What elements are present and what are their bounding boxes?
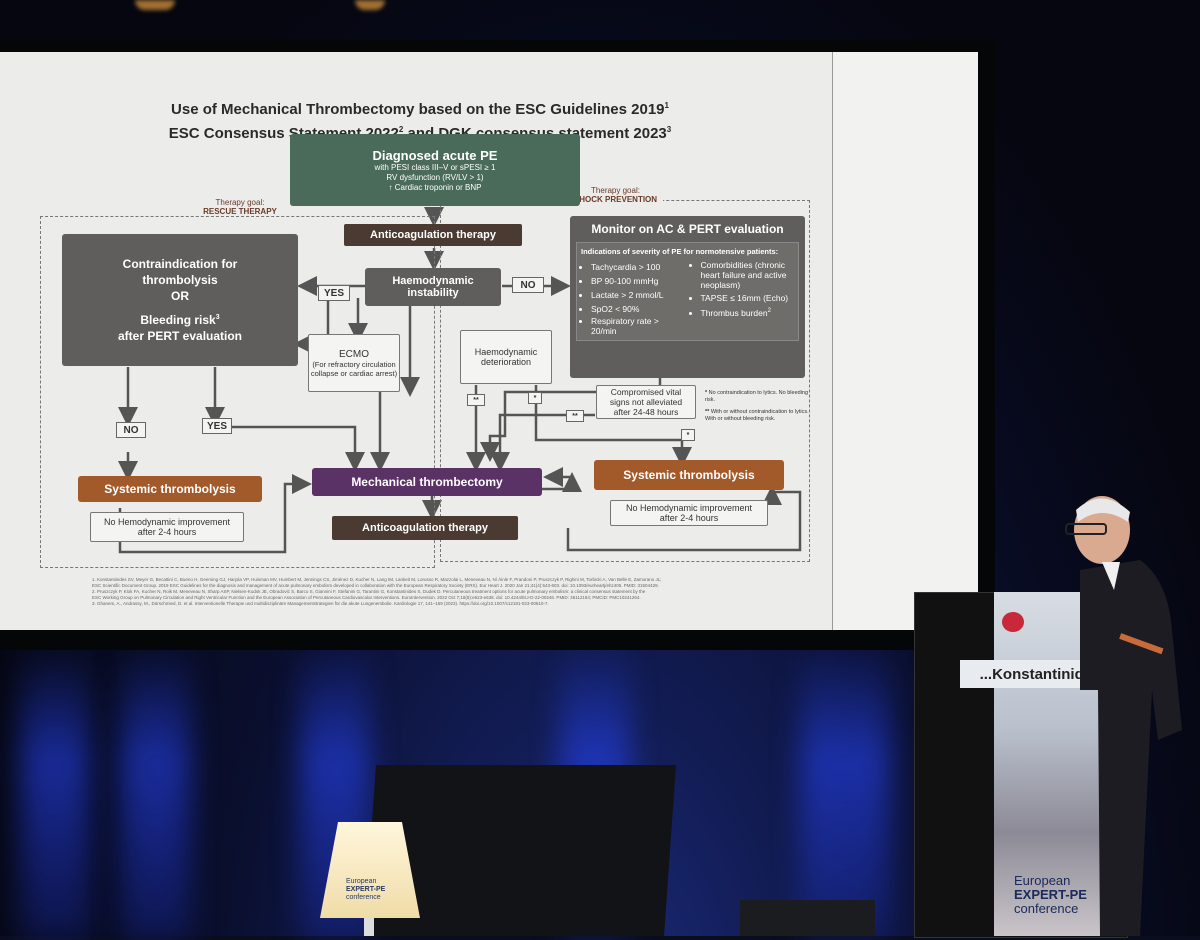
contraindication-line: OR <box>171 289 189 303</box>
goal-rescue-label: Therapy goal: RESCUE THERAPY <box>195 198 285 216</box>
yes-tag-left: YES <box>202 418 232 434</box>
rescue-therapy-region <box>40 216 435 568</box>
haemodynamic-deterioration-box: Haemodynamic deterioration <box>460 330 552 384</box>
lamp-stand <box>364 918 374 936</box>
table-lamp: European EXPERT-PE conference <box>320 822 420 918</box>
mechanical-thrombectomy-box: Mechanical thrombectomy <box>312 468 542 496</box>
indication-item: Lactate > 2 mmol/L <box>591 288 685 302</box>
contraindication-line: thrombolysis <box>142 273 218 287</box>
podium-logo-line: EXPERT-PE <box>1014 887 1087 902</box>
ceiling-light <box>135 0 175 10</box>
reference-line: 2. Pruszczyk P, Klok FA, Kucher N, Roik … <box>92 589 646 594</box>
lamp-logo-line: EXPERT-PE <box>346 886 386 893</box>
contraindication-line: Contraindication for <box>122 257 238 271</box>
diagnosed-line: ↑ Cardiac troponin or BNP <box>388 182 482 192</box>
podium-logo-line: conference <box>1014 901 1079 916</box>
thrombus-sup: 2 <box>767 308 771 314</box>
star-single: * <box>705 390 708 396</box>
contraindication-sup: 3 <box>215 314 220 321</box>
indications-panel: Indications of severity of PE for normot… <box>576 242 799 341</box>
contraindication-line: Bleeding risk <box>140 313 216 327</box>
reference-line: 1. Konstantinides SV, Meyer G, Becattini… <box>92 577 662 582</box>
no-improvement-right: No Hemodynamic improvement after 2-4 hou… <box>610 500 768 526</box>
no-tag-left: NO <box>116 422 146 438</box>
double-star-tag: ** <box>566 410 584 422</box>
monitor-pert-box: Monitor on AC & PERT evaluation Indicati… <box>570 216 805 378</box>
title-sup-3: 3 <box>666 125 672 134</box>
yes-tag: YES <box>318 285 350 301</box>
indications-right-list: Comorbidities (chronic heart failure and… <box>691 260 795 336</box>
ceiling-light <box>355 0 385 10</box>
stage-light <box>800 640 890 940</box>
diagnosed-line: RV dysfunction (RV/LV > 1) <box>386 172 484 182</box>
reference-line: ESC Scientific Document Group. 2019 ESC … <box>92 583 659 588</box>
double-star-tag: ** <box>467 394 485 406</box>
monitor-heading: Monitor on AC & PERT evaluation <box>591 222 784 236</box>
systemic-thrombolysis-right: Systemic thrombolysis <box>594 460 784 490</box>
anticoagulation-bottom-box: Anticoagulation therapy <box>332 516 518 540</box>
indication-item: BP 90-100 mmHg <box>591 274 685 288</box>
ecmo-heading: ECMO <box>339 348 369 360</box>
indications-heading: Indications of severity of PE for normot… <box>581 247 779 256</box>
indication-item: TAPSE ≤ 16mm (Echo) <box>701 293 795 303</box>
single-star-tag: * <box>681 429 695 441</box>
podium-logo: European EXPERT-PE conference <box>1014 874 1087 916</box>
stage-light <box>20 640 90 940</box>
title-sup-1: 1 <box>664 101 669 110</box>
stage-monitor <box>740 900 875 936</box>
diagnosed-heading: Diagnosed acute PE <box>372 147 498 163</box>
goal-shock-small: Therapy goal: <box>591 186 640 195</box>
footnote-double: With or without contraindication to lyti… <box>705 409 809 422</box>
diagnosed-acute-pe-box: Diagnosed acute PE with PESI class III–V… <box>290 134 580 206</box>
ecmo-text: (For refractory circulation collapse or … <box>310 359 398 378</box>
indications-columns: Tachycardia > 100 BP 90-100 mmHg Lactate… <box>581 260 794 336</box>
slide-right-panel <box>832 52 978 630</box>
presentation-slide: Use of Mechanical Thrombectomy based on … <box>0 52 978 630</box>
no-tag: NO <box>512 277 544 293</box>
goal-shock-label: Therapy goal: SHOCK PREVENTION <box>568 186 663 204</box>
indication-item: Tachycardia > 100 <box>591 260 685 274</box>
stage-light <box>120 640 190 940</box>
speaker-figure <box>1065 496 1182 936</box>
ecmo-box: ECMO (For refractory circulation collaps… <box>308 334 400 392</box>
references: 1. Konstantinides SV, Meyer G, Becattini… <box>92 577 812 607</box>
diagnosed-line: with PESI class III–V or sPESI ≥ 1 <box>374 162 496 172</box>
lamp-logo-line: European <box>346 878 377 885</box>
indication-item: SpO2 < 90% <box>591 302 685 316</box>
anticoagulation-top-box: Anticoagulation therapy <box>344 224 522 246</box>
no-improvement-left: No Hemodynamic improvement after 2-4 hou… <box>90 512 244 542</box>
goal-rescue: RESCUE THERAPY <box>203 207 277 216</box>
title-sup-2: 2 <box>398 125 404 134</box>
compromised-vital-signs-box: Compromised vital signs not alleviated a… <box>596 385 696 419</box>
indication-item: Thrombus burden <box>700 307 768 318</box>
heart-logo-icon <box>1002 612 1024 632</box>
goal-rescue-small: Therapy goal: <box>215 198 265 207</box>
systemic-thrombolysis-left: Systemic thrombolysis <box>78 476 262 502</box>
lytics-footnotes: * No contraindication to lytics. No blee… <box>705 390 810 423</box>
footnote-single: No contraindication to lytics. No bleedi… <box>705 390 809 403</box>
haemodynamic-instability-box: Haemodynamic instability <box>365 268 501 306</box>
indications-left-list: Tachycardia > 100 BP 90-100 mmHg Lactate… <box>581 260 685 336</box>
contraindication-line: after PERT evaluation <box>117 329 243 343</box>
lamp-logo-line: conference <box>346 894 381 901</box>
goal-shock: SHOCK PREVENTION <box>573 195 658 204</box>
contraindication-box: Contraindication for thrombolysis OR Ble… <box>62 234 298 366</box>
single-star-tag: * <box>528 392 542 404</box>
star-double: ** <box>705 409 710 415</box>
reference-line: 3. Ghanem, A., Andrassy, M., Dürschmied,… <box>92 601 549 606</box>
reference-line: ESC Working Group on Pulmonary Circulati… <box>92 595 641 600</box>
podium-logo-line: European <box>1014 873 1071 888</box>
indication-item: Comorbidities (chronic heart failure and… <box>701 260 795 290</box>
lamp-logo: European EXPERT-PE conference <box>346 878 385 902</box>
title-line-1: Use of Mechanical Thrombectomy based on … <box>171 101 665 118</box>
indication-item: Respiratory rate > 20/min <box>591 316 685 336</box>
